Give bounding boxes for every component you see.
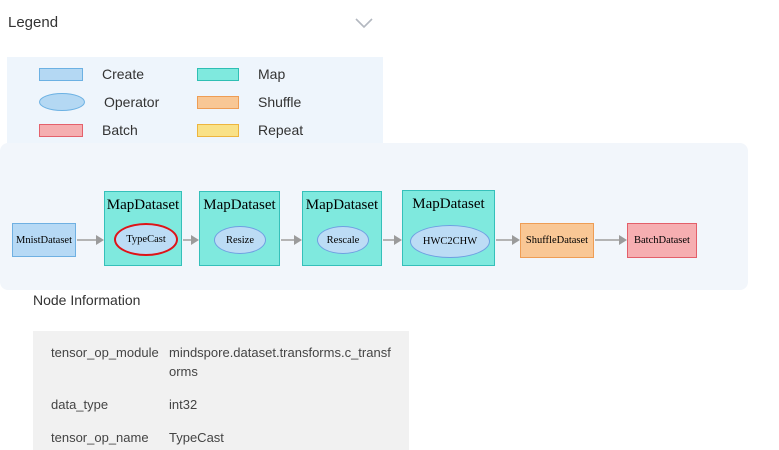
graph-node-mapdataset-rescale[interactable]: MapDataset Rescale xyxy=(302,191,382,266)
batch-swatch xyxy=(39,123,83,137)
info-value-tensor-op-module: mindspore.dataset.transforms.c_transform… xyxy=(169,345,391,379)
operator-node-rescale[interactable]: Rescale xyxy=(317,226,369,254)
edge-arrow xyxy=(595,235,627,245)
info-value-tensor-op-name: TypeCast xyxy=(169,429,224,445)
node-label: MapDataset xyxy=(106,197,180,213)
edge-arrow xyxy=(383,235,402,245)
graph-node-mapdataset-typecast[interactable]: MapDataset TypeCast xyxy=(104,191,182,266)
legend-label: Shuffle xyxy=(258,94,302,110)
operator-label: Rescale xyxy=(326,234,360,246)
legend-label: Batch xyxy=(102,122,138,138)
node-label: ShuffleDataset xyxy=(525,235,589,246)
create-swatch xyxy=(39,67,83,81)
node-label: MapDataset xyxy=(412,196,485,212)
legend-item-shuffle: Shuffle xyxy=(197,94,383,110)
edge-arrow xyxy=(77,235,104,245)
graph-node-shuffledataset[interactable]: ShuffleDataset xyxy=(520,223,594,258)
graph-node-mapdataset-hwc2chw[interactable]: MapDataset HWC2CHW xyxy=(402,190,495,266)
operator-label: HWC2CHW xyxy=(422,236,478,247)
chevron-down-icon[interactable] xyxy=(355,16,373,30)
legend-item-operator: Operator xyxy=(39,93,197,111)
legend-panel: Create Map Operator Shuffle Batch Repeat xyxy=(7,57,383,143)
info-key-tensor-op-name: tensor_op_name xyxy=(51,429,149,445)
legend-item-repeat: Repeat xyxy=(197,122,383,138)
node-info-title: Node Information xyxy=(33,292,141,308)
operator-node-resize[interactable]: Resize xyxy=(214,226,266,254)
node-label: MapDataset xyxy=(203,197,276,213)
node-label: MapDataset xyxy=(305,197,379,213)
operator-swatch xyxy=(39,93,85,111)
map-swatch xyxy=(197,67,239,81)
operator-label: TypeCast xyxy=(126,234,166,245)
node-label: BatchDataset xyxy=(634,235,690,246)
legend-item-batch: Batch xyxy=(39,122,197,138)
legend-label: Operator xyxy=(104,94,160,110)
legend-label: Repeat xyxy=(258,122,304,138)
edge-arrow xyxy=(496,235,520,245)
graph-node-mnistdataset[interactable]: MnistDataset xyxy=(12,223,76,257)
edge-arrow xyxy=(281,235,302,245)
edge-arrow xyxy=(183,235,199,245)
legend-label: Map xyxy=(258,66,286,82)
info-value-data-type: int32 xyxy=(169,396,198,412)
legend-label: Create xyxy=(102,66,145,82)
operator-label: Resize xyxy=(226,234,254,246)
node-label: MnistDataset xyxy=(16,234,72,246)
legend-item-create: Create xyxy=(39,66,197,82)
info-key-data-type: data_type xyxy=(51,396,109,412)
operator-node-hwc2chw[interactable]: HWC2CHW xyxy=(410,225,490,258)
dataset-graph-canvas[interactable]: MnistDataset MapDataset TypeCast MapData… xyxy=(0,143,748,290)
legend-header[interactable]: Legend xyxy=(8,14,374,34)
repeat-swatch xyxy=(197,123,239,137)
legend-item-map: Map xyxy=(197,66,383,82)
node-info-table: tensor_op_module mindspore.dataset.trans… xyxy=(33,331,409,450)
graph-node-mapdataset-resize[interactable]: MapDataset Resize xyxy=(199,191,280,266)
graph-node-batchdataset[interactable]: BatchDataset xyxy=(627,223,697,258)
legend-title: Legend xyxy=(8,14,59,31)
shuffle-swatch xyxy=(197,95,239,109)
info-key-tensor-op-module: tensor_op_module xyxy=(51,345,159,360)
operator-node-typecast-selected[interactable]: TypeCast xyxy=(114,223,178,256)
